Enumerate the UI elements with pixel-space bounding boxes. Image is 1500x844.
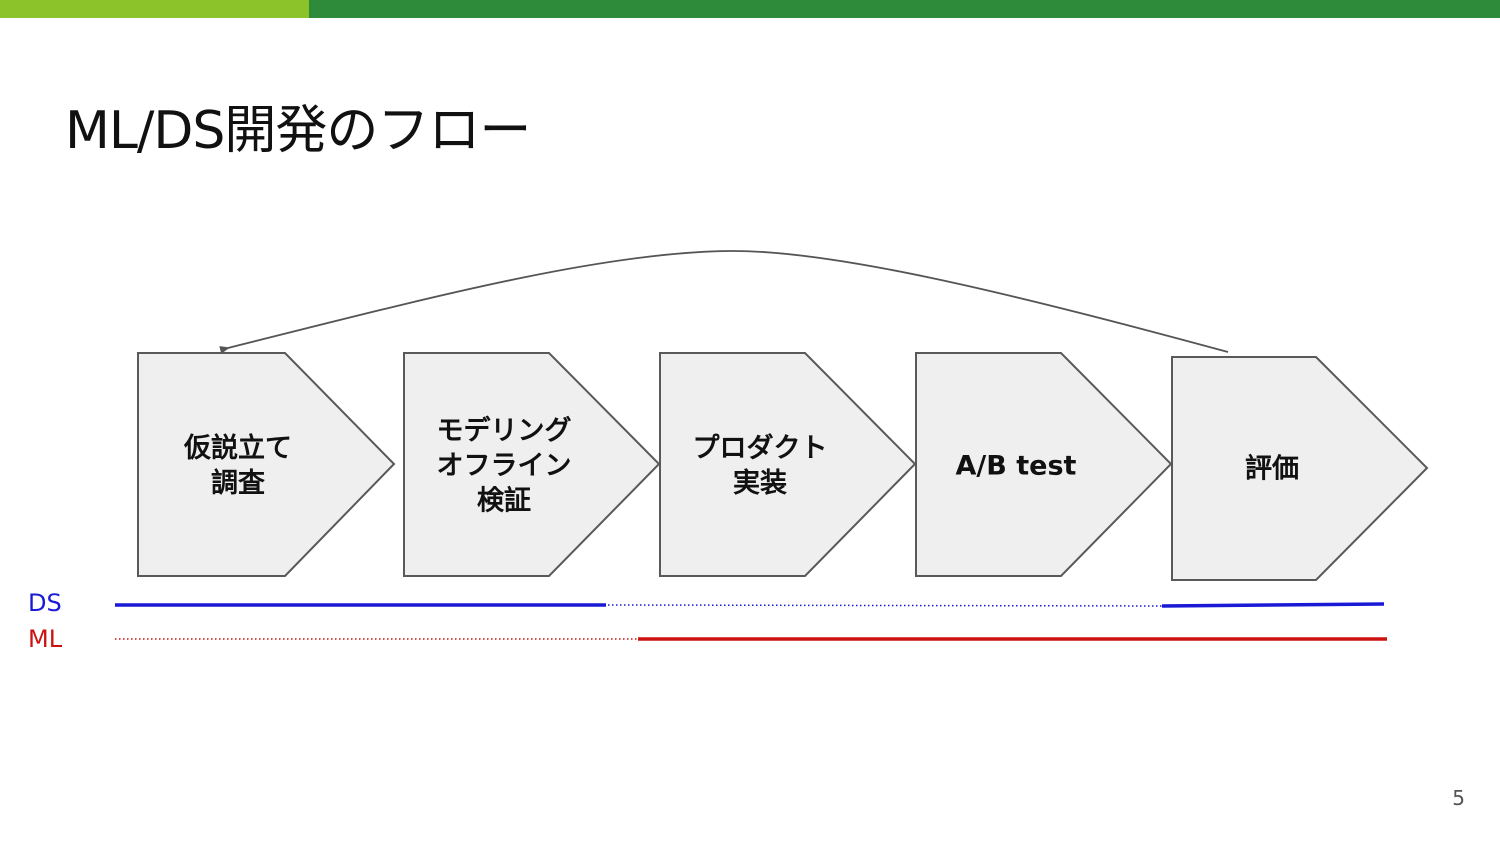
step-hypothesis-label: 仮説立て 調査 xyxy=(184,433,292,499)
top-accent-bar xyxy=(0,0,1500,18)
step-hypothesis-shape xyxy=(137,352,396,577)
step-modeling-shape xyxy=(403,352,661,577)
lane-label-ds: DS xyxy=(28,589,62,617)
lane-label-ml: ML xyxy=(28,625,63,653)
top-accent-bar-light xyxy=(0,0,309,18)
step-modeling-label: モデリング オフライン 検証 xyxy=(436,415,572,517)
step-abtest-shape xyxy=(915,352,1173,577)
top-accent-bar-dark xyxy=(309,0,1500,18)
step-abtest-label: A/B test xyxy=(955,450,1077,482)
step-evaluation-label: 評価 xyxy=(1245,453,1299,485)
page-number: 5 xyxy=(1452,786,1465,810)
step-product-shape xyxy=(659,352,917,577)
step-product-label: プロダクト 実装 xyxy=(692,433,828,499)
ds-lane-dotted xyxy=(607,604,1163,607)
ds-lane-solid-2 xyxy=(1161,602,1385,608)
slide-title: ML/DS開発のフロー xyxy=(65,101,531,161)
step-evaluation-shape xyxy=(1171,356,1429,581)
feedback-loop-arrow xyxy=(219,250,1229,354)
